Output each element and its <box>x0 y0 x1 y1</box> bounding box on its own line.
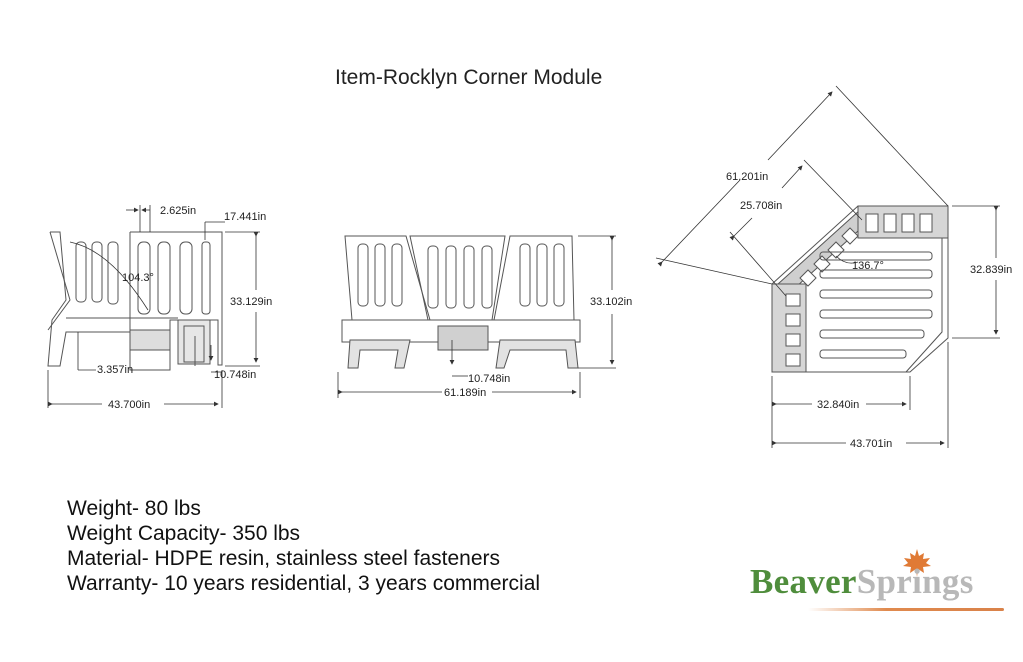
dim-side-seat-height: 10.748in <box>214 369 256 381</box>
dim-side-angle: 104.3° <box>122 272 154 284</box>
dim-top-angle: 136.7° <box>852 260 884 272</box>
dim-top-height: 32.839in <box>970 264 1012 276</box>
front-view-dimensions <box>337 235 616 398</box>
dim-top-inner-width: 32.840in <box>817 399 859 411</box>
dim-front-width: 61.189in <box>444 387 486 399</box>
dim-top-width: 43.701in <box>850 438 892 450</box>
dim-front-seat-height: 10.748in <box>468 373 510 385</box>
dim-side-width: 43.700in <box>108 399 150 411</box>
brand-logo: BeaverSprings <box>748 549 1008 616</box>
spec-material: Material- HDPE resin, stainless steel fa… <box>67 547 500 570</box>
maple-leaf-icon <box>903 549 931 577</box>
spec-warranty: Warranty- 10 years residential, 3 years … <box>67 572 541 595</box>
side-view <box>47 231 223 371</box>
spec-list: Weight- 80 lbs Weight Capacity- 350 lbs … <box>67 496 540 596</box>
top-view <box>771 205 949 373</box>
logo-word-springs: Springs <box>856 562 974 601</box>
logo-underline <box>808 608 1004 611</box>
dim-side-top: 2.625in <box>160 205 196 217</box>
logo-wordmark: BeaverSprings <box>750 562 974 602</box>
dim-top-diagonal: 61.201in <box>726 171 768 183</box>
top-view-dimensions <box>655 85 1000 448</box>
spec-weight: Weight- 80 lbs <box>67 497 201 520</box>
dim-side-height: 33.129in <box>230 296 272 308</box>
dim-side-right-top: 17.441in <box>224 211 266 223</box>
logo-word-beaver: Beaver <box>750 562 857 601</box>
spec-capacity: Weight Capacity- 350 lbs <box>67 522 301 545</box>
side-view-dimensions <box>47 205 260 408</box>
front-view <box>341 235 581 369</box>
dim-side-seat-depth: 3.357in <box>97 364 133 376</box>
page-title: Item-Rocklyn Corner Module <box>335 66 603 89</box>
dim-front-height: 33.102in <box>590 296 632 308</box>
dim-top-inner-diagonal: 25.708in <box>740 200 782 212</box>
